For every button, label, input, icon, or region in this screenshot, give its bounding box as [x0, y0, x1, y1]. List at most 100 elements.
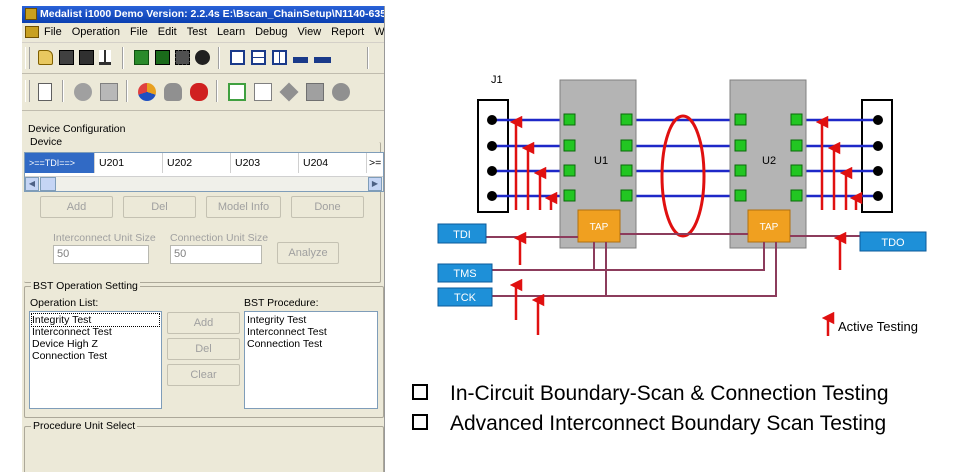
- active-test-arrows: [509, 115, 863, 336]
- help-icon[interactable]: [332, 83, 350, 101]
- list-icon[interactable]: [293, 57, 308, 63]
- list-item[interactable]: Interconnect Test: [32, 326, 112, 338]
- window-title: Medalist i1000 Demo Version: 2.2.4s E:\B…: [40, 8, 384, 20]
- done-button[interactable]: Done: [291, 196, 364, 218]
- save-icon[interactable]: [59, 50, 74, 65]
- tms-box: [437, 263, 493, 283]
- device-cell[interactable]: U204: [299, 153, 367, 173]
- scroll-thumb[interactable]: [40, 177, 56, 191]
- menu-app-icon[interactable]: [25, 26, 39, 38]
- analyze-button[interactable]: Analyze: [277, 242, 339, 264]
- new-document-icon[interactable]: [38, 83, 52, 101]
- list-item[interactable]: Connection Test: [32, 350, 108, 362]
- toolbar-grip[interactable]: [25, 47, 30, 69]
- list-item[interactable]: Device High Z: [32, 338, 98, 350]
- chart-icon[interactable]: [228, 83, 246, 101]
- toolbar-separator: [62, 80, 64, 102]
- menu-edit[interactable]: Edit: [157, 26, 177, 38]
- scroll-right-icon[interactable]: ▶: [368, 177, 382, 191]
- del-operation-button[interactable]: Del: [167, 338, 240, 360]
- scroll-left-icon[interactable]: ◀: [25, 177, 39, 191]
- info-icon[interactable]: [74, 83, 92, 101]
- list-item[interactable]: Interconnect Test: [247, 326, 327, 338]
- jtag-lines: [486, 233, 860, 297]
- menu-report[interactable]: Report: [331, 26, 365, 38]
- interconnect-unit-size-label: Interconnect Unit Size: [53, 232, 156, 244]
- pin-dot: [873, 166, 883, 176]
- operation-list-label: Operation List:: [30, 297, 99, 309]
- chip-small-icon[interactable]: [175, 50, 190, 65]
- layout-icon[interactable]: [230, 50, 245, 65]
- probe-icon[interactable]: [99, 50, 111, 65]
- save-all-icon[interactable]: [79, 50, 94, 65]
- clear-operation-button[interactable]: Clear: [167, 364, 240, 386]
- title-bar[interactable]: Medalist i1000 Demo Version: 2.2.4s E:\B…: [22, 6, 384, 23]
- diamond-icon[interactable]: [279, 82, 299, 102]
- device-grid-scrollbar[interactable]: ◀ ▶: [25, 176, 383, 191]
- list-item[interactable]: Integrity Test: [247, 314, 307, 326]
- list-item[interactable]: Connection Test: [247, 338, 323, 350]
- menu-view[interactable]: View: [297, 26, 322, 38]
- pin: [790, 113, 803, 126]
- tdo-box: [859, 231, 927, 252]
- menu-file-2[interactable]: File: [130, 26, 148, 38]
- pin: [734, 164, 747, 177]
- mouse-icon[interactable]: [190, 83, 208, 101]
- pin: [620, 139, 633, 152]
- menu-learn[interactable]: Learn: [216, 26, 246, 38]
- pin-dot: [487, 191, 497, 201]
- interconnect-unit-size-field[interactable]: 50: [53, 245, 149, 264]
- bst-operation-title: BST Operation Setting: [31, 280, 140, 292]
- connector-pins: [487, 115, 883, 201]
- menu-test[interactable]: Test: [186, 26, 207, 38]
- device-cell[interactable]: >=: [369, 157, 382, 169]
- chip-icon[interactable]: [155, 50, 170, 65]
- menu-window[interactable]: W: [374, 26, 385, 38]
- device-cell[interactable]: U203: [231, 153, 299, 173]
- toolbar-main: [22, 43, 384, 74]
- bst-procedure-list[interactable]: Integrity Test Interconnect Test Connect…: [244, 311, 378, 409]
- pin-dot: [487, 166, 497, 176]
- list-item[interactable]: Integrity Test: [31, 313, 160, 327]
- menu-debug[interactable]: Debug: [255, 26, 288, 38]
- pin-dot: [873, 141, 883, 151]
- open-icon[interactable]: [38, 50, 53, 65]
- add-operation-button[interactable]: Add: [167, 312, 240, 334]
- bullet-text: Advanced Interconnect Boundary Scan Test…: [450, 412, 887, 435]
- hand-icon[interactable]: [164, 83, 182, 101]
- tms-line-u2: [594, 242, 765, 271]
- tck-box: [437, 287, 493, 307]
- menu-operation[interactable]: Operation: [71, 26, 121, 38]
- connector-j1-label: J1: [491, 74, 503, 86]
- tap-u2-label: TAP: [760, 222, 779, 233]
- device-cell[interactable]: U202: [163, 153, 231, 173]
- bullet-text: In-Circuit Boundary-Scan & Connection Te…: [450, 382, 889, 405]
- operation-list[interactable]: Integrity Test Interconnect Test Device …: [29, 311, 162, 409]
- pie-chart-icon[interactable]: [138, 83, 156, 101]
- pin: [563, 113, 576, 126]
- connection-unit-size-field[interactable]: 50: [170, 245, 262, 264]
- split-horizontal-icon[interactable]: [251, 50, 266, 65]
- del-device-button[interactable]: Del: [123, 196, 196, 218]
- device-cell[interactable]: U201: [95, 153, 163, 173]
- device-grid[interactable]: >==TDI==> U201 U202 U203 U204 >= ◀ ▶: [24, 152, 384, 192]
- star-icon[interactable]: [306, 83, 324, 101]
- checkbox-icon: [412, 384, 428, 401]
- toolbar-separator: [216, 80, 218, 102]
- tile-icon[interactable]: [314, 57, 331, 63]
- menu-file[interactable]: File: [44, 26, 62, 38]
- bug-icon[interactable]: [195, 50, 210, 65]
- model-info-button[interactable]: Model Info: [206, 196, 281, 218]
- edit-icon[interactable]: [254, 83, 272, 101]
- tools-icon[interactable]: [100, 83, 118, 101]
- pin: [620, 113, 633, 126]
- pin-dot: [873, 191, 883, 201]
- bst-procedure-label: BST Procedure:: [244, 297, 319, 309]
- board-icon[interactable]: [134, 50, 149, 65]
- pin: [734, 139, 747, 152]
- device-group: Device: [24, 136, 381, 283]
- split-vertical-icon[interactable]: [272, 50, 287, 65]
- toolbar-grip[interactable]: [25, 80, 30, 102]
- device-cell-tdi[interactable]: >==TDI==>: [25, 153, 95, 173]
- add-device-button[interactable]: Add: [40, 196, 113, 218]
